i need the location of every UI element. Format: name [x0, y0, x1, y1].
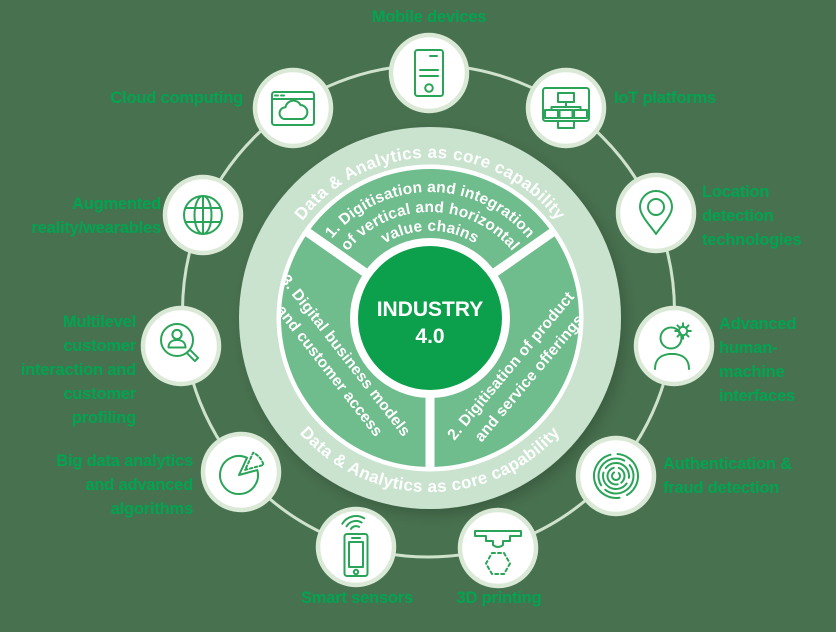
tech-label-augmented-reality: Augmented reality/wearables [31, 195, 161, 237]
segment-divider-left [304, 228, 372, 279]
tech-label-iot-platforms: IoT platforms [614, 89, 716, 107]
tech-label-cloud-computing: Cloud computing [110, 89, 243, 107]
tech-label-smart-sensors: Smart sensors [300, 589, 414, 607]
browser-cloud-icon [271, 91, 315, 126]
center-title-line1: INDUSTRY [377, 298, 484, 321]
tech-node-human-machine-interfaces [633, 305, 715, 387]
center-title-line2: 4.0 [415, 325, 444, 348]
core-rings [239, 127, 621, 509]
globe-icon [183, 195, 223, 235]
tablet-icon [414, 49, 444, 97]
phone-wifi-icon [341, 515, 369, 577]
tech-label-big-data: Big data analytics and advanced algorith… [56, 452, 193, 518]
printer-nozzle-hexagon-icon [474, 530, 522, 575]
tech-node-big-data [200, 431, 282, 513]
monitor-flowchart-icon [542, 87, 590, 129]
pie-chart-icon [219, 451, 265, 495]
segment-divider-right [488, 228, 556, 279]
tech-node-customer-profiling [140, 305, 222, 387]
center-circle [358, 246, 502, 390]
tech-label-mobile-devices: Mobile devices [371, 8, 487, 26]
center-title: INDUSTRY 4.0 [377, 298, 484, 348]
tech-label-customer-profiling: Multilevel customer interaction and cust… [20, 313, 136, 427]
tech-label-authentication: Authentication & fraud detection [663, 455, 792, 497]
tech-node-authentication [575, 435, 657, 517]
fingerprint-icon [593, 453, 639, 499]
tech-node-location-detection [615, 172, 697, 254]
tech-node-smart-sensors [315, 506, 397, 588]
tech-node-cloud-computing [252, 67, 334, 149]
person-gear-icon [654, 322, 692, 370]
magnifier-person-icon [160, 323, 200, 363]
tech-node-3d-printing [457, 507, 539, 589]
map-pin-icon [639, 190, 673, 235]
tech-label-human-machine: Advanced human-machine interfaces [719, 315, 797, 405]
tech-node-iot-platforms [525, 67, 607, 149]
tech-label-3d-printing: 3D printing [456, 589, 542, 607]
tech-node-mobile-devices [388, 32, 470, 114]
tech-node-augmented-reality [162, 174, 244, 256]
tech-label-location-detection: Location detection technologies [702, 183, 802, 249]
